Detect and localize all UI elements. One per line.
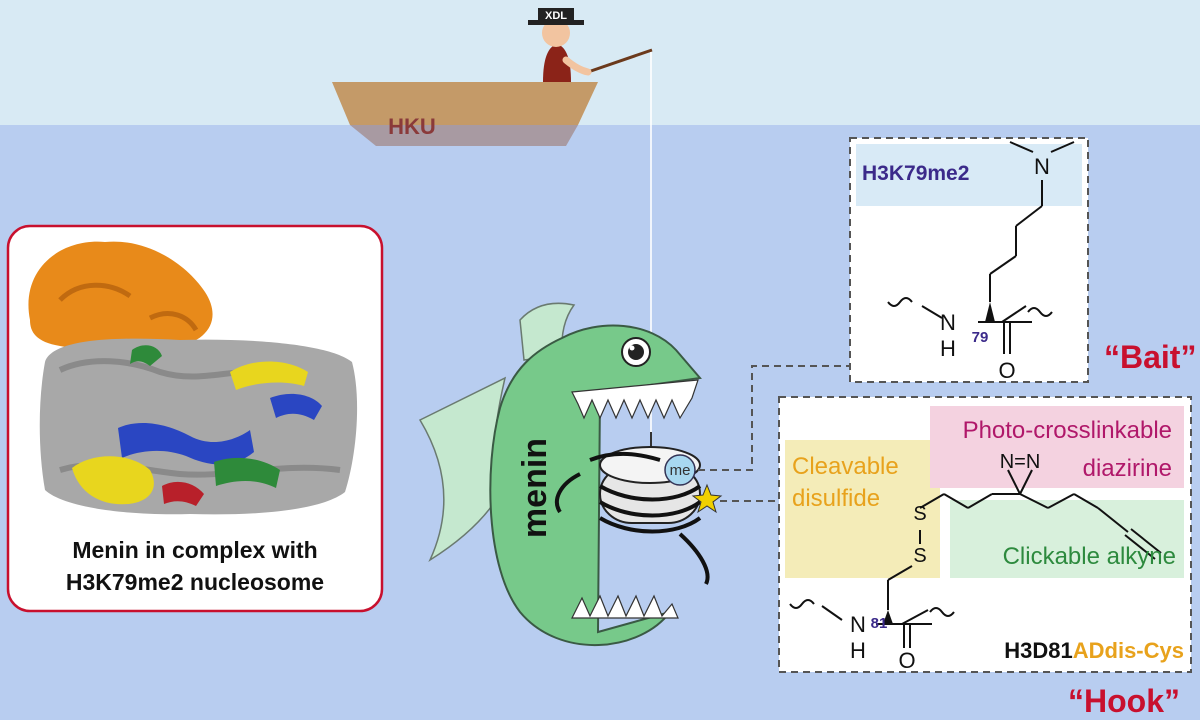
h3d81-name-part2: ADdis-Cys (1073, 638, 1184, 663)
hook-label: “Hook” (1068, 683, 1180, 719)
crosslinker-star-icon (691, 483, 723, 514)
bait-connector (698, 365, 850, 471)
methyl-mark (664, 454, 696, 486)
dimethyl-n: N (1034, 154, 1050, 179)
fishing-rod (587, 48, 653, 74)
hat-label: XDL (545, 10, 567, 22)
amide-n-79: N (940, 310, 956, 335)
upper-teeth (571, 379, 699, 420)
cleavable-label-line1: Cleavable (792, 453, 899, 480)
menin-fish (418, 302, 702, 646)
hook-panel (778, 396, 1192, 673)
carbonyl-o-79: O (998, 358, 1015, 383)
structure-caption-line2: H3K79me2 nucleosome (66, 569, 324, 595)
sulfur-2: S (913, 545, 926, 567)
me-label: me (670, 462, 691, 479)
amide-h-79: H (940, 336, 956, 361)
sulfur-1: S (913, 503, 926, 525)
sky-background (0, 0, 1200, 125)
boat-label: HKU (388, 114, 436, 139)
nucleosome-icon (554, 446, 723, 585)
fisherman-figure (528, 8, 592, 82)
residue-79: 79 (972, 329, 989, 346)
fish-body (489, 324, 702, 646)
h3k79me2-title: H3K79me2 (862, 162, 969, 185)
amide-h-81: H (850, 638, 866, 663)
clickable-label: Clickable alkyne (1003, 543, 1176, 570)
structure-panel (6, 224, 384, 613)
residue-81: 81 (871, 615, 888, 632)
structure-caption-line1: Menin in complex with (72, 537, 317, 563)
lower-teeth (571, 594, 679, 619)
bait-label: “Bait” (1104, 339, 1196, 375)
carbonyl-o-81: O (898, 648, 915, 673)
boat (332, 82, 598, 146)
photo-label-line1: Photo-crosslinkable (963, 417, 1172, 444)
photo-label-line2: diazirine (1083, 455, 1172, 482)
h3k79me2-panel (849, 137, 1089, 383)
menin-label: menin (516, 438, 554, 538)
h3d81-name-part1: H3D81 (1004, 638, 1072, 663)
h3d81-name: H3D81ADdis-Cys (1004, 638, 1184, 663)
diazirine-atoms: N=N (1000, 451, 1041, 473)
cleavable-label-line2: disulfide (792, 485, 880, 512)
cryo-em-density (28, 241, 358, 515)
cysteine-structure (789, 469, 1162, 648)
amide-n-81: N (850, 612, 866, 637)
